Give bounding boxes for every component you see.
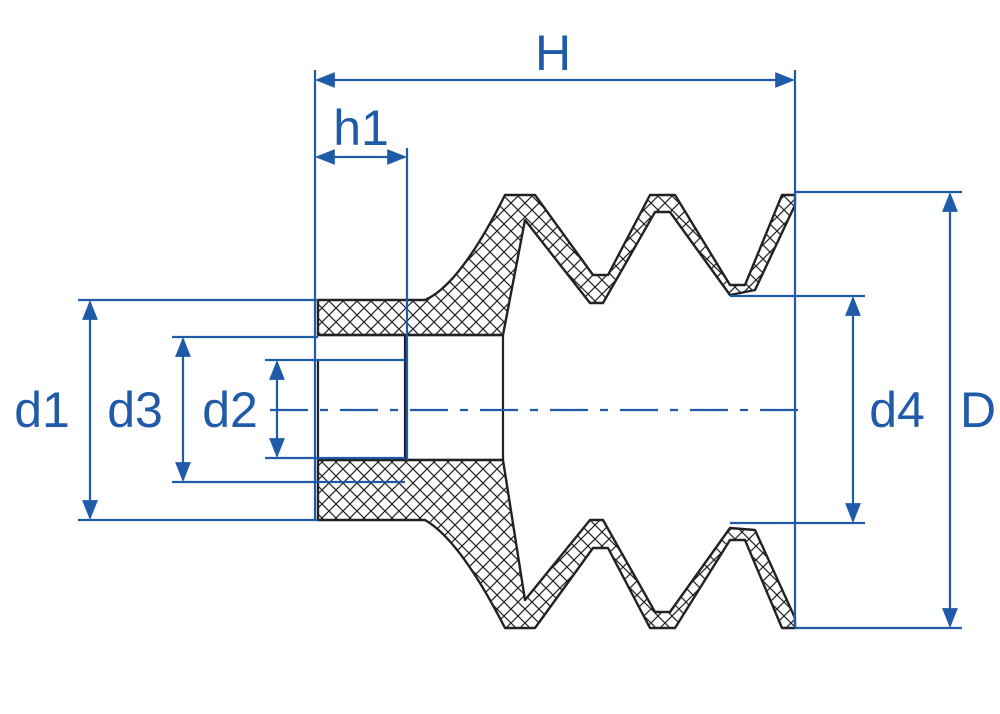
label-d4: d4	[869, 382, 925, 438]
label-H: H	[535, 25, 571, 81]
label-D: D	[960, 382, 996, 438]
label-d3: d3	[107, 382, 163, 438]
upper-wall-section	[316, 193, 797, 337]
label-d2: d2	[202, 382, 258, 438]
label-h1: h1	[333, 100, 389, 156]
lower-wall-section	[316, 458, 797, 630]
label-d1: d1	[14, 382, 70, 438]
